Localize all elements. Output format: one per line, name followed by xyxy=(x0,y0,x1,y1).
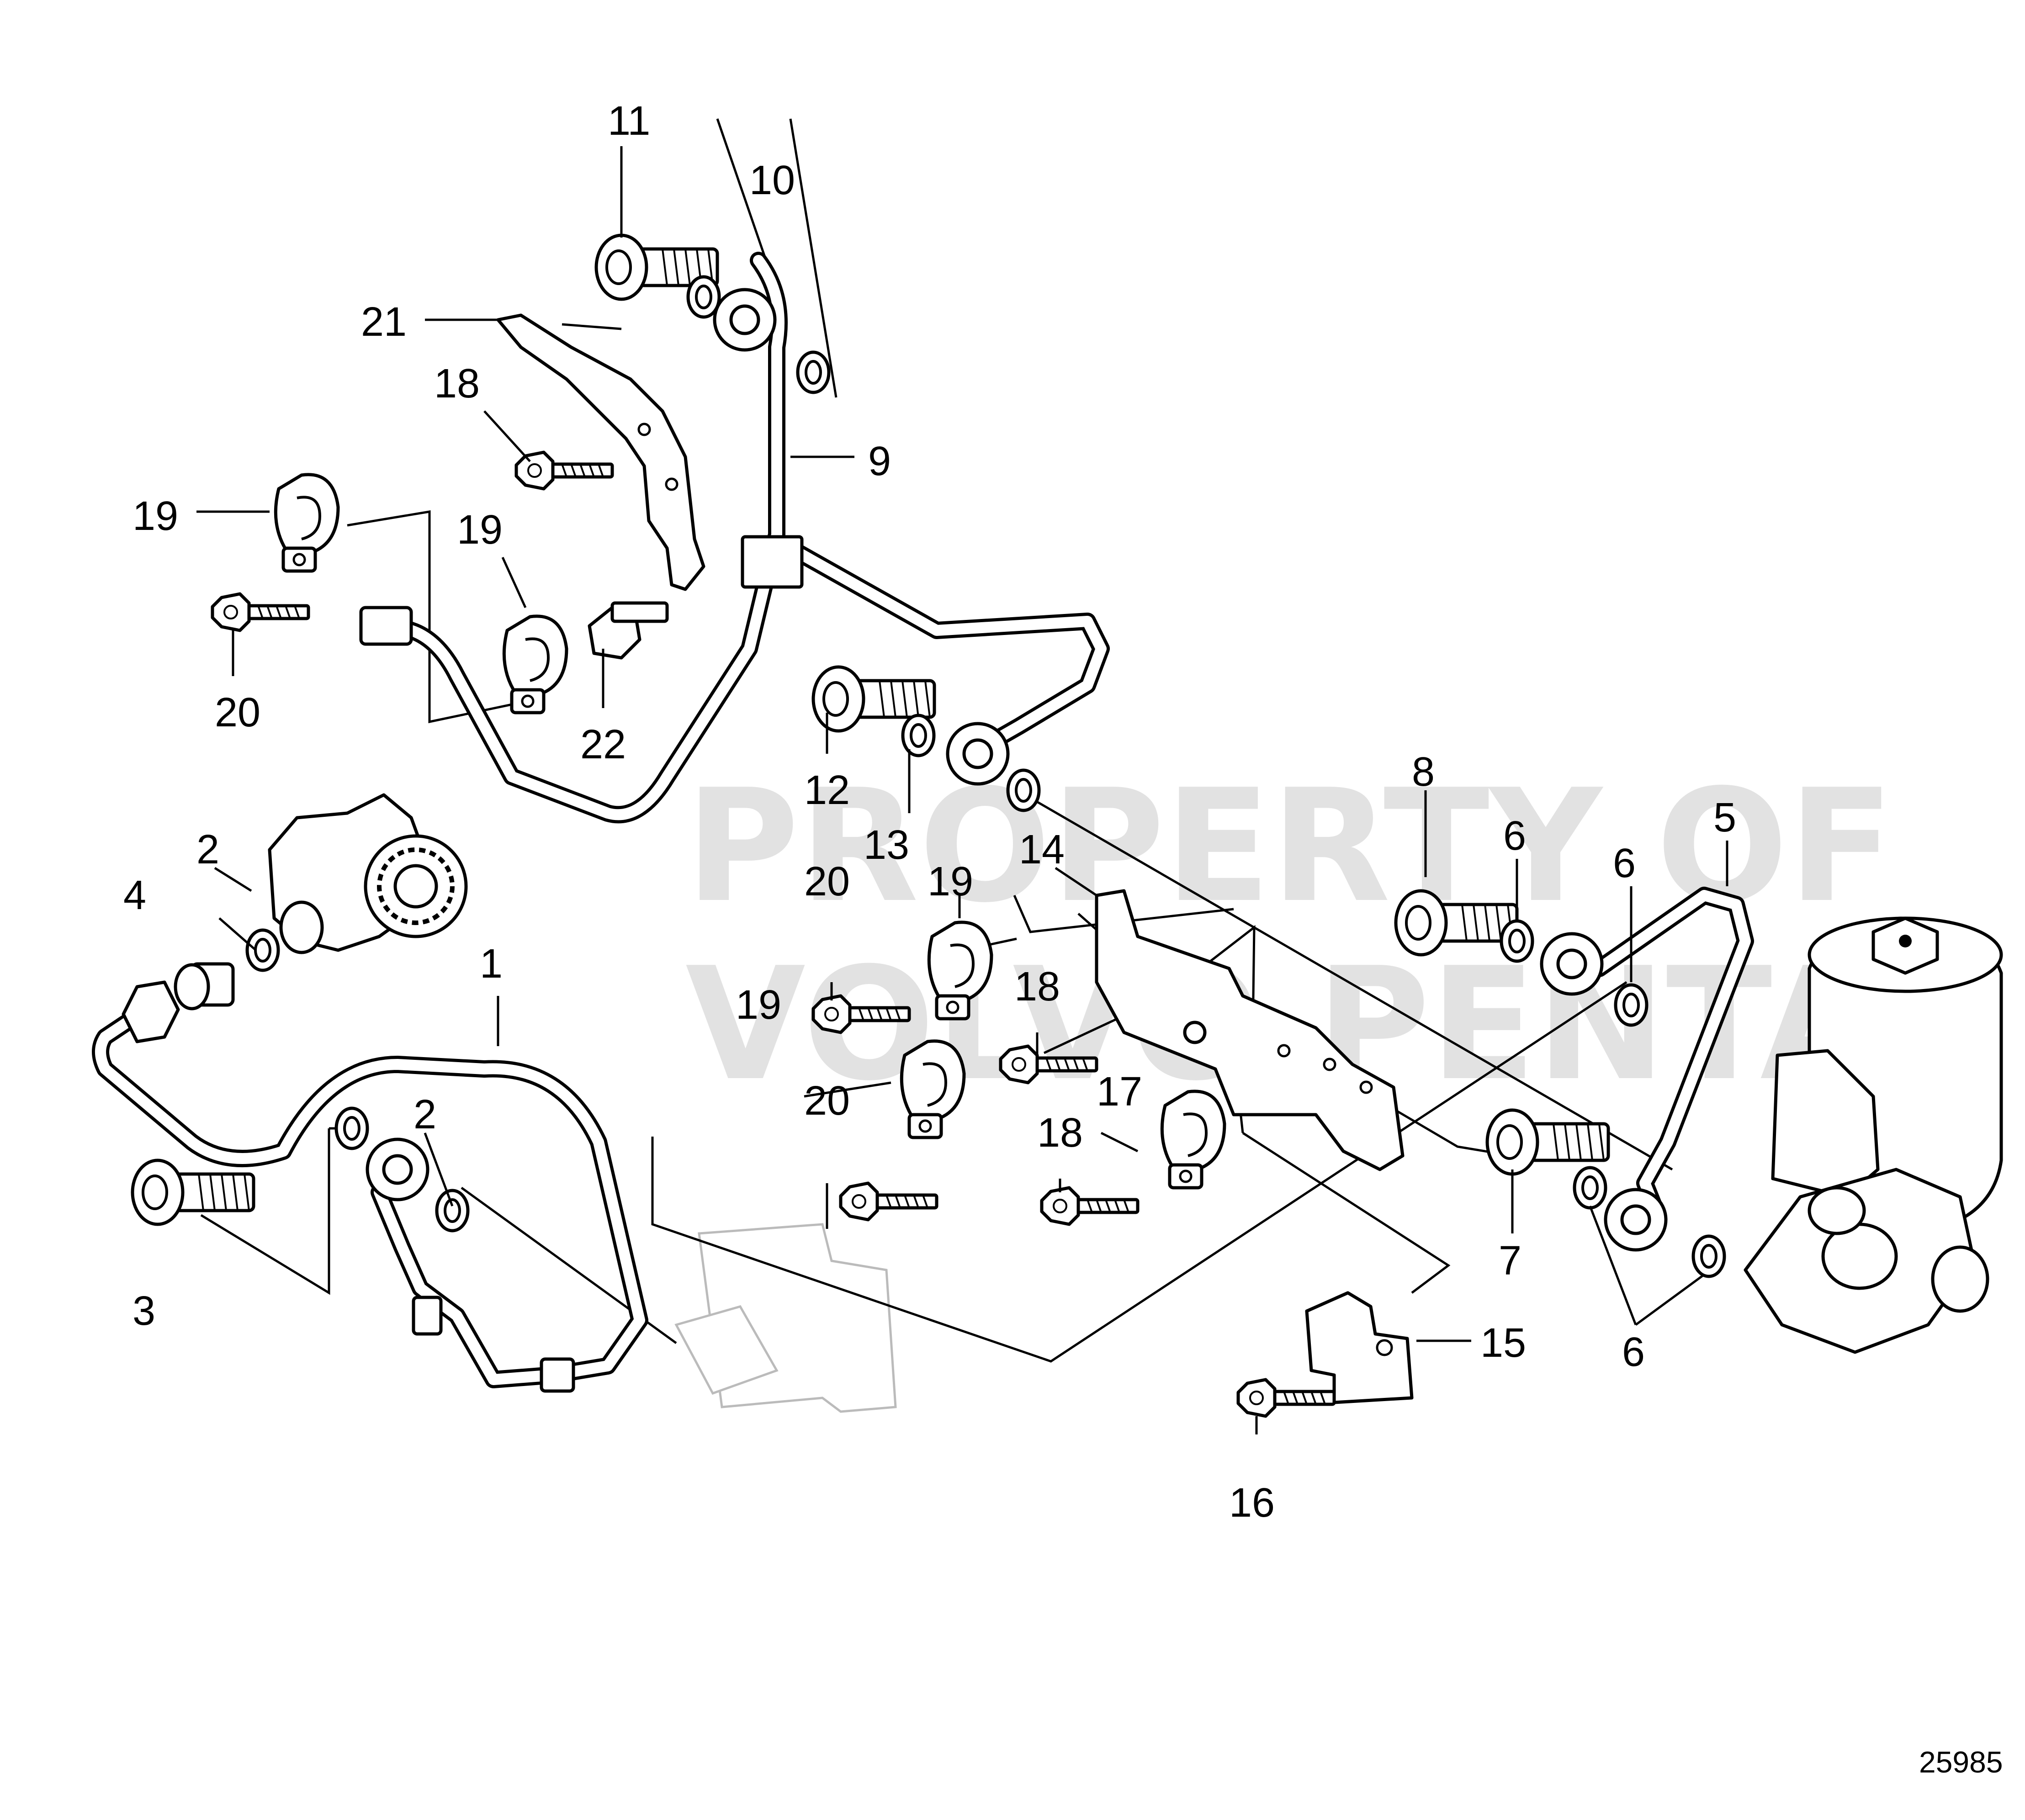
callout-17: 17 xyxy=(1097,1069,1142,1115)
clamp-19 xyxy=(504,616,567,713)
washer-2 xyxy=(336,1108,367,1148)
clamp-19 xyxy=(901,1041,964,1138)
washer-2 xyxy=(247,930,278,970)
callout-18c: 18 xyxy=(1037,1110,1083,1156)
callout-2b: 2 xyxy=(413,1092,436,1138)
fittings xyxy=(122,235,1724,1416)
clamp-17 xyxy=(1162,1091,1225,1188)
pipe-9 xyxy=(375,252,1110,824)
callout-20: 20 xyxy=(215,690,260,735)
callout-18: 18 xyxy=(434,361,480,407)
callout-20c: 20 xyxy=(804,1078,850,1124)
bolt-18 xyxy=(516,452,612,489)
callout-19d: 19 xyxy=(736,982,781,1028)
clamp-19 xyxy=(276,475,338,571)
ghost-assembly xyxy=(674,1223,897,1413)
pipe-1-eye xyxy=(367,1139,428,1200)
callout-8: 8 xyxy=(1412,749,1435,795)
callout-22: 22 xyxy=(580,722,626,767)
callout-11: 11 xyxy=(608,98,650,144)
callout-7: 7 xyxy=(1499,1238,1521,1284)
pipe-1-nut xyxy=(122,980,180,1043)
pipe-1-sleeve xyxy=(540,1357,575,1393)
pipe-5-eye-lower xyxy=(1606,1190,1666,1250)
union-4-end xyxy=(174,963,210,1011)
callout-19c: 19 xyxy=(928,859,973,905)
callout-2: 2 xyxy=(196,827,219,873)
callout-19: 19 xyxy=(133,493,178,539)
callout-6a: 6 xyxy=(1503,813,1526,859)
callout-6b: 6 xyxy=(1613,841,1636,886)
callout-texts: 10 21 18 19 19 9 20 22 12 13 2 4 1 2 3 2… xyxy=(123,158,2003,1779)
banjo-bolt-7 xyxy=(1487,1110,1608,1174)
oil-filter xyxy=(1744,916,2003,1354)
washer-13 xyxy=(1008,770,1039,810)
banjo-bolt-3 xyxy=(133,1160,254,1224)
pipe-5-eye xyxy=(1542,934,1602,994)
washer-6 xyxy=(1501,921,1532,961)
bolt-20 xyxy=(841,1183,937,1220)
callout-21: 21 xyxy=(361,299,407,345)
stud-22 xyxy=(610,601,669,623)
pipe-9-eye-lower xyxy=(948,724,1008,784)
pipe-9-tee xyxy=(741,535,804,589)
callout-4: 4 xyxy=(123,873,146,918)
callout-3: 3 xyxy=(133,1288,155,1334)
bolt-16 xyxy=(1238,1380,1334,1416)
bracket-21 xyxy=(496,313,705,591)
catalog-number: 25985 xyxy=(1919,1745,2003,1779)
pipe-9-eye xyxy=(715,290,775,350)
bracket-15 xyxy=(1305,1291,1414,1404)
callouts: 11 xyxy=(608,98,650,144)
pipe-1-sleeve xyxy=(412,1296,443,1336)
washer-6 xyxy=(1693,1236,1724,1276)
callout-15: 15 xyxy=(1480,1320,1526,1366)
pipe-1 xyxy=(92,1001,648,1393)
callout-6c: 6 xyxy=(1622,1329,1645,1375)
callout-leaders xyxy=(196,146,1728,1434)
callout-16: 16 xyxy=(1229,1480,1275,1526)
callout-19: 19 xyxy=(457,507,503,553)
callout-20b: 20 xyxy=(804,859,850,905)
washer-10 xyxy=(798,352,829,392)
callout-14: 14 xyxy=(1019,827,1065,873)
callout-9: 9 xyxy=(868,439,891,484)
callout-13: 13 xyxy=(864,822,909,868)
fuel-pump xyxy=(268,793,468,954)
washer-6 xyxy=(1616,985,1647,1025)
bracket-14 xyxy=(1095,889,1405,1171)
bolt-18 xyxy=(1042,1188,1138,1224)
bolt-20 xyxy=(212,594,308,630)
callout-12: 12 xyxy=(804,767,850,813)
callout-18b: 18 xyxy=(1014,964,1060,1010)
callout-10: 10 xyxy=(749,158,795,203)
washer-2 xyxy=(437,1190,468,1231)
callout-5: 5 xyxy=(1713,795,1736,841)
washer-13 xyxy=(903,715,934,756)
callout-1: 1 xyxy=(480,941,503,987)
washer-6 xyxy=(1574,1168,1606,1208)
pipe-9-end xyxy=(359,606,413,646)
pipe-5 xyxy=(1590,887,1754,1215)
